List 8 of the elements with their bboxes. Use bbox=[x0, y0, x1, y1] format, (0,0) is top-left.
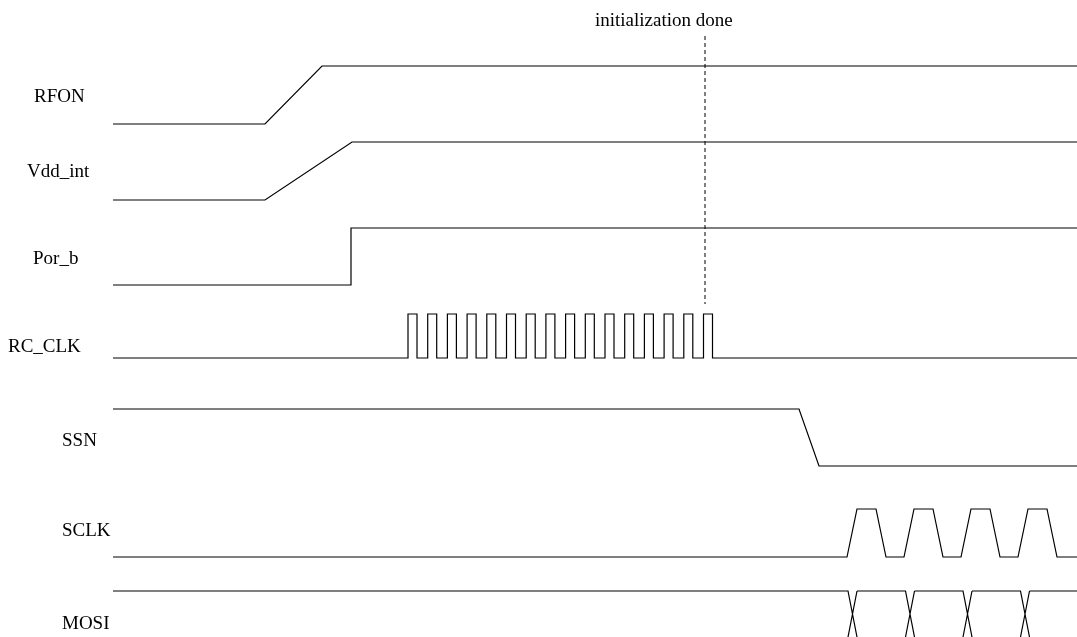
signal-name: Por_b bbox=[33, 248, 79, 267]
signal-name: SCLK bbox=[62, 520, 111, 539]
marker-label: initialization done bbox=[595, 10, 733, 29]
signal-name: SSN bbox=[62, 430, 97, 449]
signal-name: Vdd_int bbox=[27, 161, 90, 180]
signal-name: MOSI bbox=[62, 613, 110, 632]
signal-name: RFON bbox=[34, 86, 85, 105]
signal-name: RC_CLK bbox=[8, 336, 81, 355]
